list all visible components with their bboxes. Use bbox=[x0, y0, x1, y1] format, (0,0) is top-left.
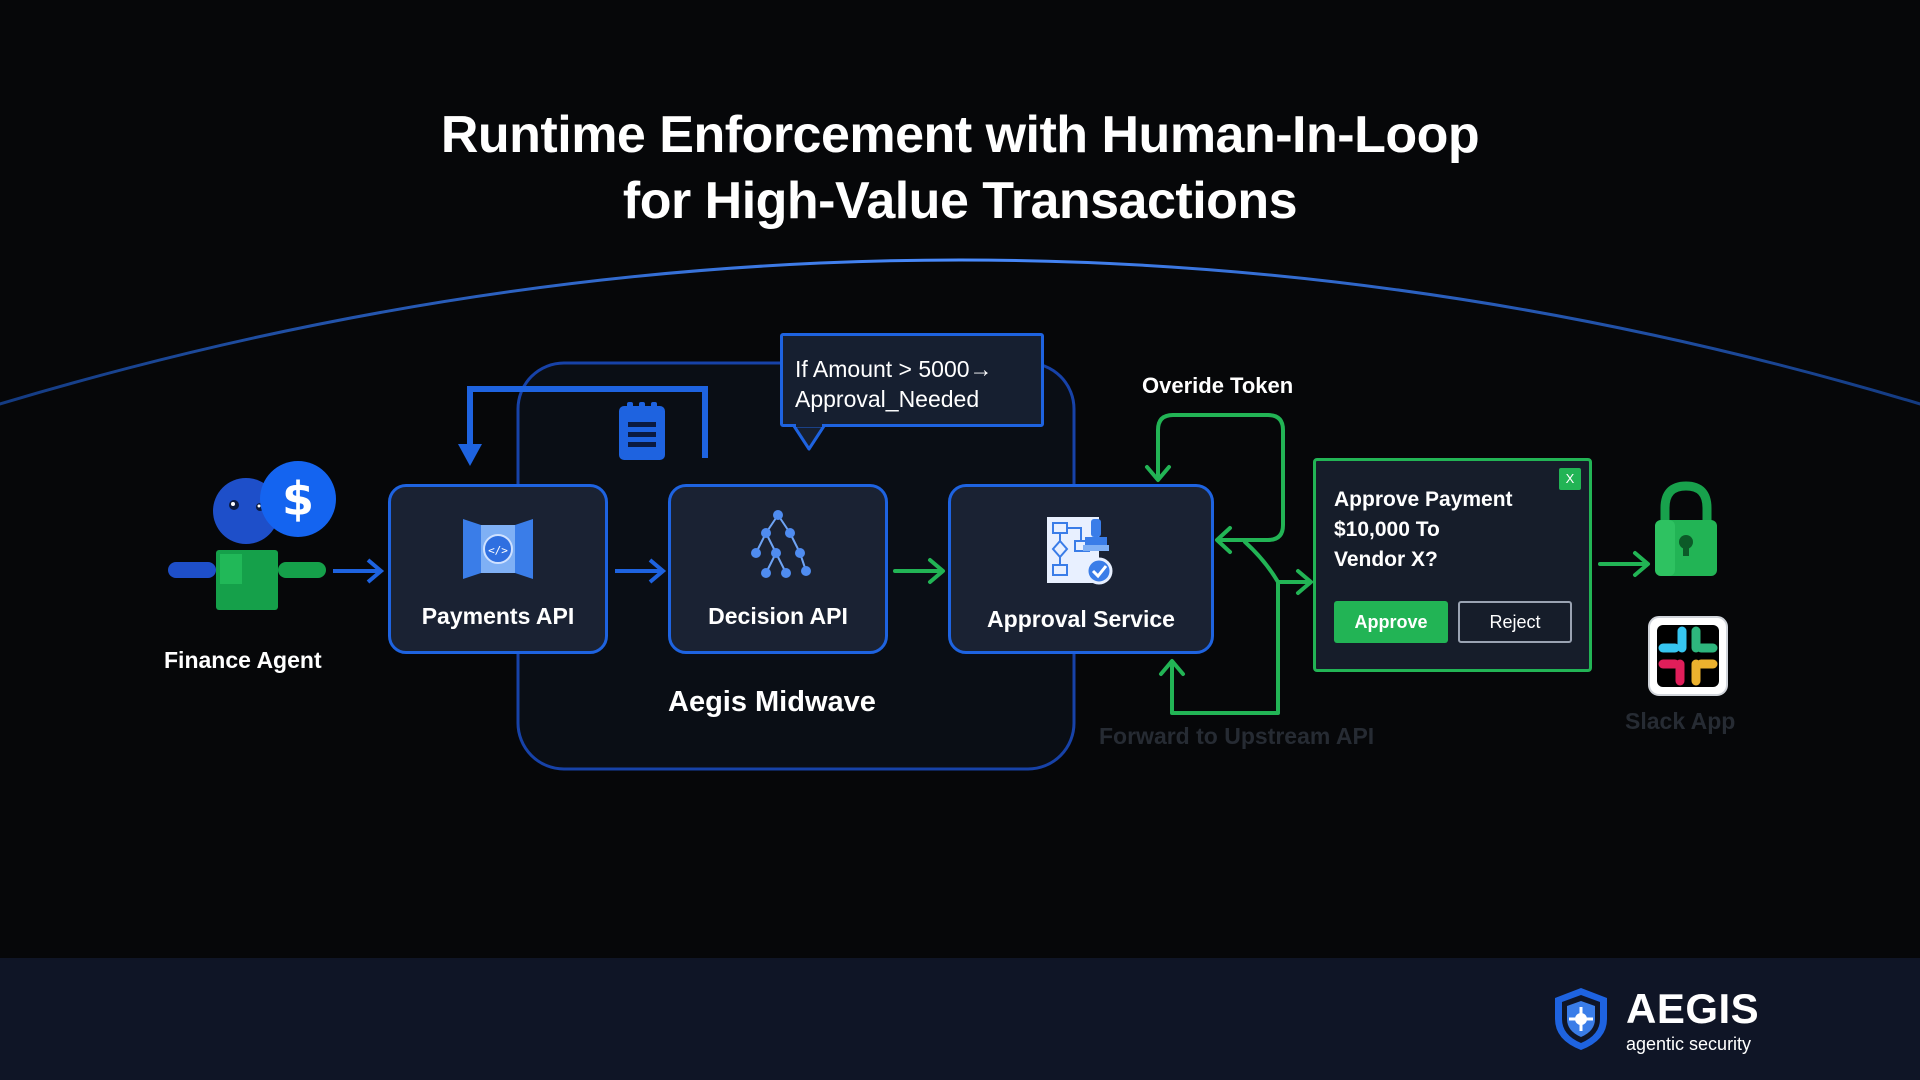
callout-pointer bbox=[792, 423, 826, 451]
payments-api-label: Payments API bbox=[421, 603, 575, 629]
flow-arrow-agent-payments bbox=[333, 558, 385, 584]
brand-name: AEGIS bbox=[1626, 985, 1760, 1032]
policy-loop-arrowhead bbox=[458, 444, 482, 466]
api-gateway-icon: </> bbox=[463, 519, 533, 579]
aegis-shield-icon bbox=[1555, 988, 1607, 1050]
dollar-coin-icon: $ bbox=[260, 461, 336, 537]
midwave-group-label: Aegis Midwave bbox=[668, 686, 876, 718]
override-arrowhead-side bbox=[1215, 526, 1232, 554]
slack-logo-icon bbox=[1648, 616, 1728, 696]
approval-prompt-message: Approve Payment $10,000 To Vendor X? bbox=[1334, 485, 1513, 575]
flow-arrow-decision-approval bbox=[893, 558, 945, 584]
flow-arrow-payments-decision bbox=[615, 558, 667, 584]
decision-tree-icon bbox=[751, 510, 811, 578]
forward-upstream-loop bbox=[1170, 580, 1280, 715]
override-token-label: Overide Token bbox=[1142, 373, 1294, 398]
title-line-2: for High-Value Transactions bbox=[622, 172, 1298, 230]
approval-prompt-line-3: Vendor X? bbox=[1334, 548, 1438, 571]
finance-agent-icon bbox=[168, 478, 326, 610]
policy-rule-line-2: Approval_Needed bbox=[795, 386, 980, 412]
close-button[interactable]: X bbox=[1559, 468, 1581, 490]
override-token-loop bbox=[1156, 413, 1285, 542]
brand-tagline: agentic security bbox=[1626, 1034, 1752, 1054]
forward-upstream-label: Forward to Upstream API bbox=[1099, 723, 1375, 749]
approval-service-label: Approval Service bbox=[987, 606, 1175, 632]
approval-prompt-card: Approve Payment $10,000 To Vendor X? X A… bbox=[1313, 458, 1592, 672]
slack-app-label: Slack App bbox=[1625, 708, 1736, 734]
policy-rule-line-1: If Amount > 5000→ bbox=[795, 356, 993, 382]
approval-prompt-line-1: Approve Payment bbox=[1334, 488, 1513, 511]
payments-api-node[interactable]: </> Payments API bbox=[388, 484, 608, 654]
svg-text:</>: </> bbox=[488, 544, 508, 557]
finance-agent-label: Finance Agent bbox=[164, 647, 322, 673]
approval-service-node[interactable]: Approval Service bbox=[948, 484, 1214, 654]
approval-prompt-line-2: $10,000 To bbox=[1334, 518, 1440, 541]
title-line-1: Runtime Enforcement with Human-In-Loop bbox=[440, 106, 1480, 164]
flow-arrow-approval-modal bbox=[1243, 540, 1312, 584]
approval-workflow-icon bbox=[1047, 517, 1113, 585]
override-arrowhead-top bbox=[1145, 465, 1171, 482]
reject-button[interactable]: Reject bbox=[1458, 601, 1572, 643]
decision-api-node[interactable]: Decision API bbox=[668, 484, 888, 654]
clipboard-icon bbox=[619, 402, 665, 460]
svg-text:$: $ bbox=[282, 472, 314, 526]
policy-rule-callout: If Amount > 5000→ Approval_Needed bbox=[780, 333, 1044, 427]
decision-api-label: Decision API bbox=[708, 603, 848, 629]
policy-loop-arrow bbox=[467, 386, 708, 458]
padlock-icon bbox=[1655, 481, 1717, 576]
horizon-arc bbox=[0, 258, 1920, 406]
approve-button[interactable]: Approve bbox=[1334, 601, 1448, 643]
